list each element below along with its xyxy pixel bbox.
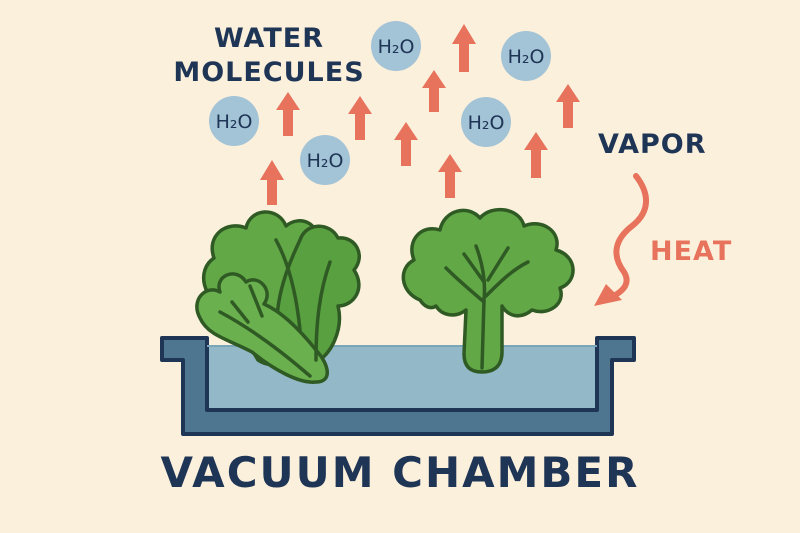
- up-arrow-icon: [422, 70, 446, 112]
- up-arrow-icon: [276, 92, 300, 136]
- molecule-circle: H₂O: [209, 96, 259, 146]
- up-arrow-icon: [438, 154, 462, 198]
- molecule-circle: H₂O: [461, 97, 511, 147]
- up-arrow-icon: [556, 84, 580, 128]
- water-molecules-label-line2: MOLECULES: [173, 57, 365, 88]
- up-arrow-icon: [394, 122, 418, 166]
- rising-vapor-arrows: [260, 24, 580, 205]
- molecule-label: H₂O: [508, 46, 545, 68]
- vapor-label: VAPOR: [598, 129, 707, 160]
- water-molecules: H₂O H₂O H₂O H₂O H₂O: [209, 21, 551, 185]
- water-molecules-label: WATER MOLECULES: [158, 22, 380, 90]
- molecule-label: H₂O: [307, 150, 344, 172]
- up-arrow-icon: [452, 24, 476, 72]
- molecule-circle: H₂O: [501, 31, 551, 81]
- molecule-label: H₂O: [468, 112, 505, 134]
- vacuum-chamber: [160, 336, 636, 436]
- up-arrow-icon: [524, 132, 548, 178]
- chamber-tray: [160, 336, 636, 436]
- water-molecules-label-line1: WATER: [213, 23, 325, 54]
- up-arrow-icon: [348, 96, 372, 140]
- heat-label: HEAT: [650, 236, 733, 267]
- heat-arrow-icon: [594, 173, 649, 306]
- up-arrow-icon: [260, 160, 284, 205]
- molecule-label: H₂O: [378, 36, 415, 58]
- lettuce-leaves-icon: [195, 210, 361, 384]
- vacuum-chamber-title: VACUUM CHAMBER: [160, 448, 640, 497]
- molecule-label: H₂O: [216, 111, 253, 133]
- molecule-circle: H₂O: [300, 135, 350, 185]
- molecule-circle: H₂O: [371, 21, 421, 71]
- leafy-green-bunch-icon: [401, 207, 575, 374]
